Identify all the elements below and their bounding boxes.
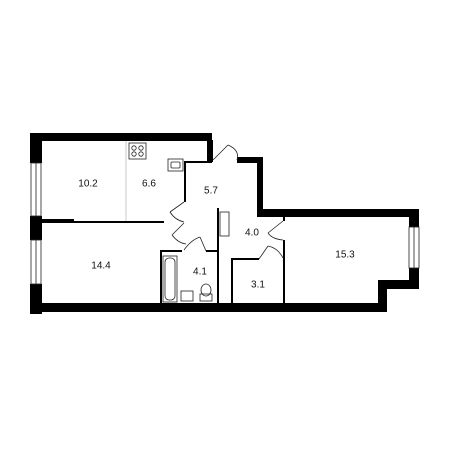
area-label-corridor: 4.0 xyxy=(245,228,259,239)
area-label-bathroom: 4.1 xyxy=(193,267,207,278)
wall-closet-left xyxy=(231,258,233,304)
wall-top-mid xyxy=(237,157,263,163)
wall-hall-left xyxy=(184,162,186,202)
wall-corridor xyxy=(217,208,219,250)
kitchen-fixtures xyxy=(128,142,184,172)
wall-top-left xyxy=(30,133,212,141)
area-label-room-c: 15.3 xyxy=(335,250,355,261)
area-labels: 10.2 6.6 5.7 4.0 14.4 4.1 3.1 15.3 xyxy=(78,179,355,291)
wall-room-split-2 xyxy=(74,221,164,223)
wall-closet-right xyxy=(283,240,285,304)
sink-icon xyxy=(167,158,184,172)
area-label-hall: 5.7 xyxy=(204,186,218,197)
wall-step xyxy=(257,157,263,215)
wall-left-2 xyxy=(30,216,42,240)
door-room-c xyxy=(267,220,284,241)
wall-bath-top xyxy=(160,250,182,252)
area-label-room-b: 14.4 xyxy=(91,261,111,272)
area-label-kitchen: 6.6 xyxy=(142,179,156,190)
wall-room-split xyxy=(42,219,74,223)
toilet-icon xyxy=(199,293,213,302)
wall-bath-top-2 xyxy=(206,250,218,252)
stove-icon xyxy=(128,142,147,160)
door-entrance xyxy=(212,144,238,161)
bathroom-fixtures xyxy=(162,211,230,303)
area-label-room-a: 10.2 xyxy=(78,179,98,190)
wall-bottom xyxy=(30,303,386,312)
wall-right-step-v xyxy=(378,280,387,312)
wall-bath-right xyxy=(217,250,219,305)
doors xyxy=(169,144,284,260)
bathtub-icon xyxy=(162,255,178,303)
hall-cabinet-icon xyxy=(219,211,230,237)
windows xyxy=(30,162,420,285)
area-label-closet: 3.1 xyxy=(251,280,265,291)
wall-niche xyxy=(207,140,213,162)
wall-right-1 xyxy=(409,209,419,227)
interior-walls xyxy=(42,161,285,305)
wall-left-1 xyxy=(30,133,42,163)
wall-hall-top xyxy=(184,161,212,163)
door-hall xyxy=(169,201,185,223)
wall-room-c-left xyxy=(283,217,285,221)
washbasin-icon xyxy=(180,290,194,302)
door-closet xyxy=(258,245,284,260)
wall-closet-top xyxy=(231,258,259,260)
wall-bath-left xyxy=(160,250,162,305)
wall-top-right xyxy=(257,209,419,217)
wall-right-step-h xyxy=(378,280,418,289)
door-room-b xyxy=(171,222,187,245)
wall-right-2 xyxy=(409,268,419,289)
exterior-walls xyxy=(30,133,419,314)
door-bath xyxy=(183,236,207,252)
